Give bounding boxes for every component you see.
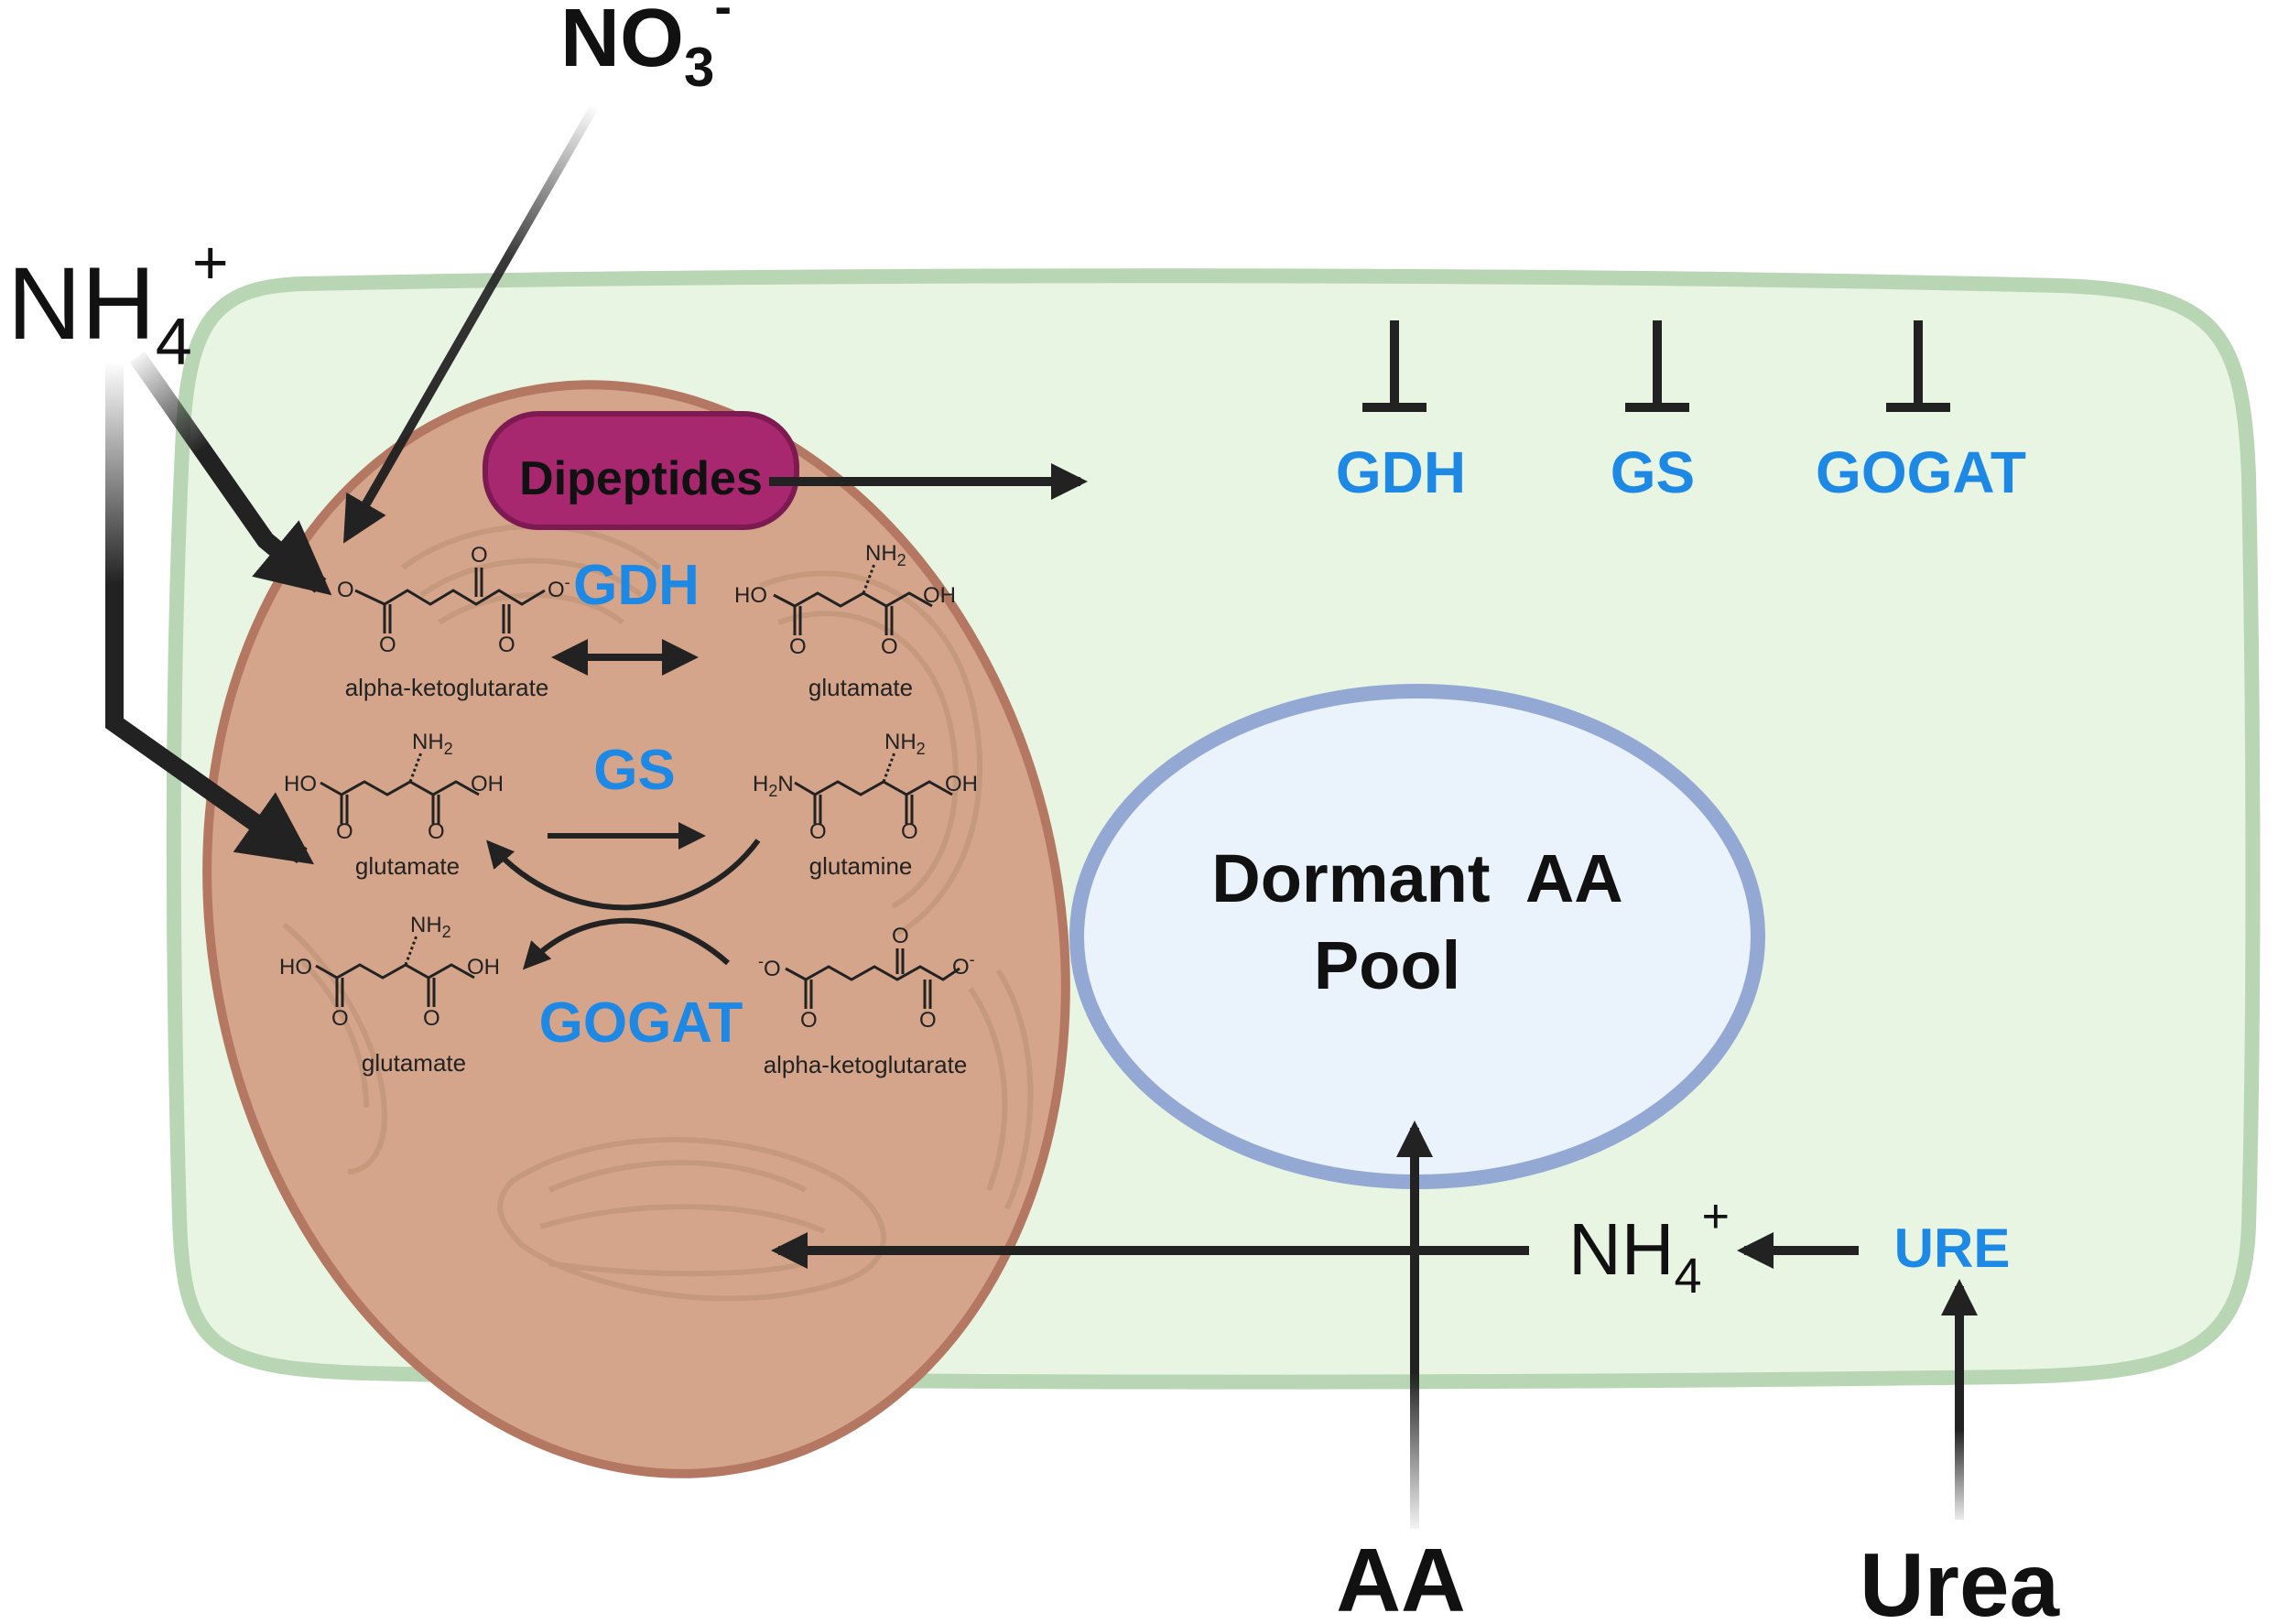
glu1-atom-oh: OH [923,583,956,608]
akg1-atom-o-left: O [337,578,354,602]
nitrate-label: NO3- [560,0,732,98]
glu3-atom-oh: OH [467,955,500,980]
gln-atom-o-right: O [901,819,918,844]
pool-label-line1: Dormant AA [1211,840,1623,916]
ammonium-internal-label: NH4+ [1568,1190,1730,1304]
glu1-atom-ho: HO [734,583,767,608]
inhibited-enzyme-gogat: GOGAT [1816,439,2026,505]
glutamate-structure-2 [320,752,480,824]
glu3-atom-o-right: O [423,1006,440,1031]
inhibition-gdh [1362,320,1427,412]
glutamine-structure [794,752,953,824]
gln-atom-nh2: NH2 [884,730,926,758]
akg-to-glutamate-curved-arrow [522,917,730,970]
dipeptides-pill [483,411,799,530]
gogat-product-label: glutamate [362,1049,466,1077]
gs-product-label: glutamine [809,852,913,880]
nitrate-arrow [343,103,600,544]
glutamate-structure-1 [773,563,933,635]
gs-enzyme-label: GS [593,739,676,802]
inhibition-gogat [1886,320,1950,412]
akg2-atom-o-top: O [892,924,909,948]
akg1-atom-o-bottom2: O [498,633,515,657]
akg-structure-1 [354,568,546,633]
glu2-atom-nh2: NH2 [412,730,453,758]
gogat-substrate-label: alpha-ketoglutarate [764,1051,968,1078]
inhibited-enzyme-gs: GS [1611,439,1695,505]
inhibited-enzyme-gdh: GDH [1336,439,1466,505]
ammonium-arrow-to-gdh [129,352,332,596]
glu3-atom-ho: HO [279,955,312,980]
ammonium-external-label: NH4+ [7,228,229,379]
ammonium-arrow-to-gs [105,362,315,865]
gln-atom-h2n: H2N [753,772,794,800]
akg2-atom-o-bottom: O [800,1008,818,1033]
aa-input-label: AA [1336,1530,1466,1619]
dipeptides-label: Dipeptides [519,452,763,505]
inhibition-gs [1625,320,1689,412]
akg1-atom-o-top: O [471,543,488,568]
pool-label-line2: Pool [1314,927,1460,1003]
akg2-atom-o-minus-right: O- [952,950,975,980]
chloroplast [202,380,1070,1478]
glu2-atom-ho: HO [284,772,317,796]
gdh-substrate-label: alpha-ketoglutarate [345,674,549,701]
glutamate-structure-3 [315,935,475,1007]
gdh-product-label: glutamate [808,674,913,701]
glu1-atom-o-left: O [789,634,807,659]
akg1-atom-o-minus-right: O- [548,573,570,602]
glu1-atom-nh2: NH2 [865,541,906,569]
glutamine-to-glutamate-curved-arrow [486,839,761,911]
urea-input-label: Urea [1860,1534,2060,1619]
glu3-atom-nh2: NH2 [410,913,451,941]
glu3-atom-o-left: O [331,1006,349,1031]
glu2-atom-o-left: O [336,819,353,844]
akg2-atom-o-bottom2: O [919,1008,937,1033]
gs-substrate-label: glutamate [355,852,460,880]
akg1-atom-o-bottom: O [379,633,396,657]
gln-atom-oh: OH [945,772,978,796]
glu2-atom-oh: OH [471,772,504,796]
gdh-enzyme-label: GDH [573,554,700,617]
gln-atom-o-left: O [809,819,827,844]
glu1-atom-o-right: O [881,634,898,659]
gogat-enzyme-label: GOGAT [539,991,743,1055]
akg-structure-2 [785,948,960,1009]
akg2-atom-o-minus-left: -O [758,952,781,981]
glu2-atom-o-right: O [428,819,445,844]
urease-label: URE [1894,1218,2011,1279]
